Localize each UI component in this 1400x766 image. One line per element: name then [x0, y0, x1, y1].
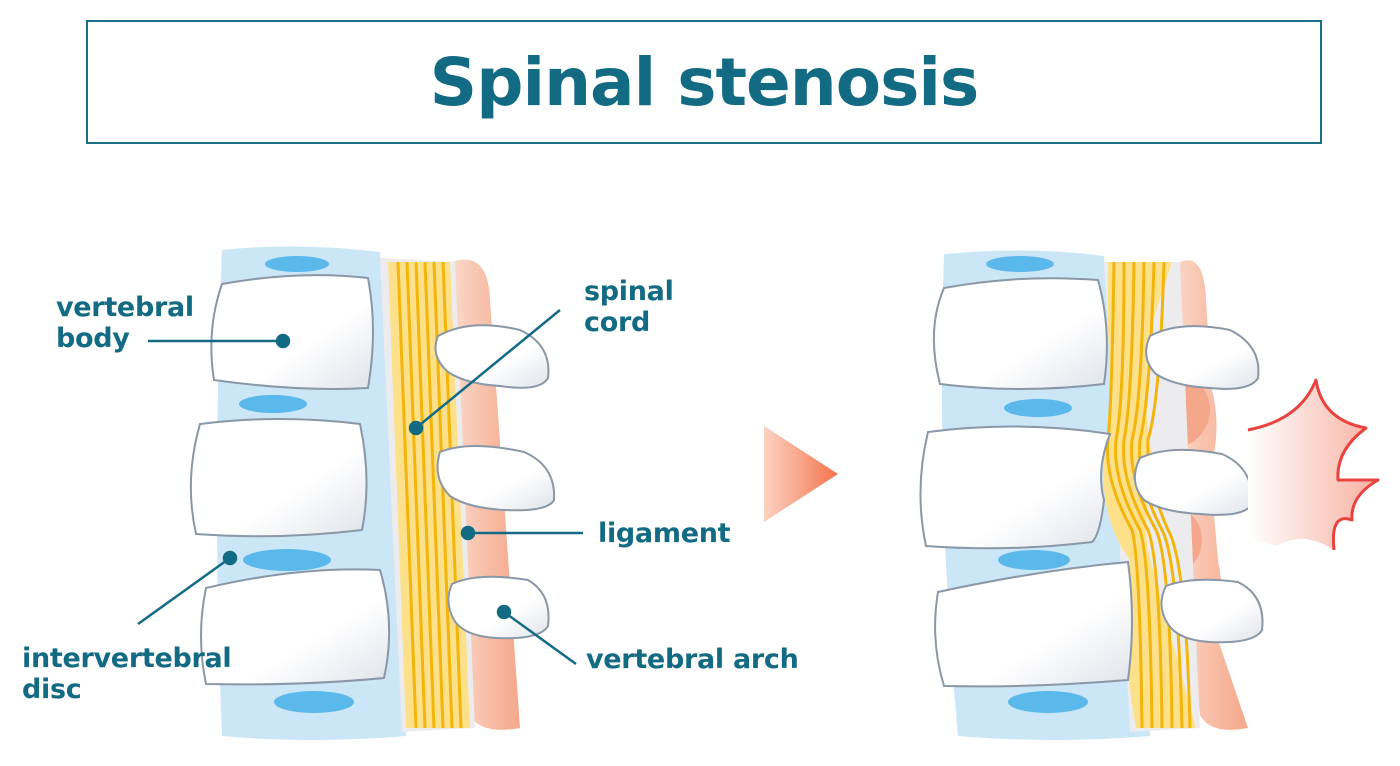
label-line: cord [584, 307, 650, 338]
disc-core [1004, 399, 1072, 417]
vertebral-arch [434, 324, 550, 389]
stenosis-spine [919, 250, 1264, 740]
disc-core [986, 256, 1054, 272]
vertebral-body [210, 274, 374, 390]
label-vertebral-arch: vertebral arch [586, 644, 799, 675]
label-line: intervertebral [22, 643, 232, 674]
title-box: Spinal stenosis [86, 20, 1322, 144]
transition-arrow [764, 426, 838, 522]
disc-core [274, 691, 354, 713]
page-title: Spinal stenosis [429, 43, 980, 121]
vertebral-body [919, 425, 1112, 550]
disc-core [998, 550, 1070, 570]
label-line: body [56, 323, 130, 354]
label-spinal-cord: spinal cord [584, 276, 674, 338]
disc-core [243, 549, 331, 571]
vertebral-body [934, 560, 1133, 688]
vertebral-arch [436, 445, 556, 512]
disc-core [239, 395, 307, 413]
label-ligament: ligament [598, 518, 731, 549]
label-line: disc [22, 674, 82, 705]
label-vertebral-body: vertebral body [56, 292, 194, 354]
disc-core [1008, 691, 1088, 713]
vertebral-body [189, 418, 368, 538]
vertebral-arch [1133, 448, 1254, 516]
normal-spine [189, 246, 556, 740]
label-line: vertebral [56, 292, 194, 323]
pain-burst-icon [1247, 378, 1380, 551]
vertebral-body [932, 277, 1108, 390]
label-line: spinal [584, 276, 674, 307]
label-intervertebral-disc: intervertebral disc [22, 643, 232, 705]
disc-core [265, 256, 329, 272]
leader-lines [137, 309, 583, 666]
vertebral-arch [1145, 325, 1260, 390]
vertebral-body [200, 568, 391, 686]
vertebral-arch [1160, 578, 1264, 644]
